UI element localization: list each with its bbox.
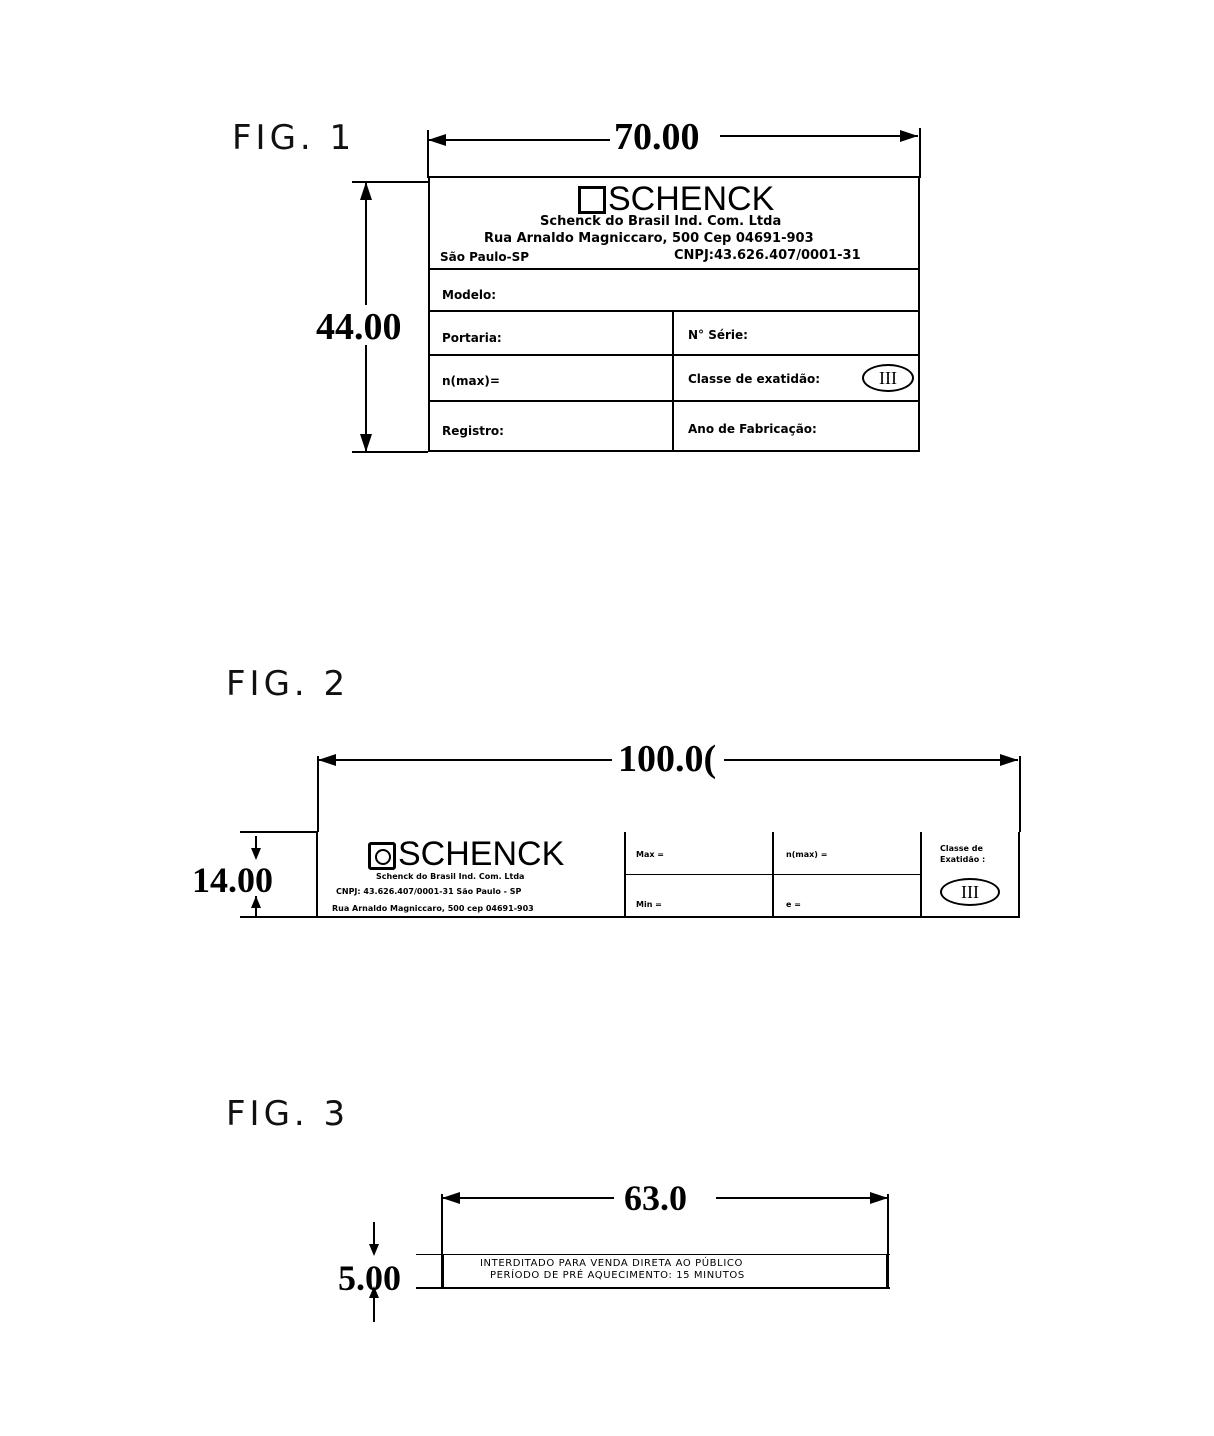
fig1-portaria-label: Portaria: (442, 331, 502, 345)
fig1-registro-label: Registro: (442, 424, 504, 438)
fig2-cnpj-line: CNPJ: 43.626.407/0001-31 São Paulo - SP (336, 887, 522, 896)
fig2-brand: SCHENCK (398, 835, 565, 873)
fig2-classe-line1: Classe de (940, 844, 983, 853)
fig2-logo: SCHENCK (368, 836, 564, 872)
fig1-logo: SCHENCK (578, 180, 774, 218)
fig2-height-dimension: 14.00 (192, 860, 273, 900)
fig1-serie-label: N° Série: (688, 328, 748, 342)
fig2-e-label: e = (786, 900, 801, 909)
fig1-brand: SCHENCK (608, 180, 775, 218)
fig2-min-label: Min = (636, 900, 662, 909)
fig1-modelo-label: Modelo: (442, 288, 497, 302)
fig2-nmax-label: n(max) = (786, 850, 828, 859)
fig1-cnpj: CNPJ:43.626.407/0001-31 (674, 248, 861, 263)
fig1-width-dimension: 70.00 (614, 116, 700, 158)
fig1-city: São Paulo-SP (440, 250, 530, 264)
fig1-nmax-label: n(max)= (442, 374, 500, 388)
fig2-max-label: Max = (636, 850, 665, 859)
fig1-label: FIG. 1 (232, 118, 356, 158)
fig1-company: Schenck do Brasil Ind. Com. Ltda (540, 214, 782, 229)
fig3-line2: PERÍODO DE PRÉ AQUECIMENTO: 15 MINUTOS (490, 1270, 745, 1281)
fig1-plate: SCHENCK Schenck do Brasil Ind. Com. Ltda… (428, 176, 920, 452)
fig3-plate: INTERDITADO PARA VENDA DIRETA AO PÚBLICO… (416, 1254, 890, 1290)
fig3-label: FIG. 3 (226, 1094, 350, 1134)
fig3-line1: INTERDITADO PARA VENDA DIRETA AO PÚBLICO (480, 1258, 743, 1269)
fig2-classe-value: III (940, 878, 1000, 906)
fig2-company: Schenck do Brasil Ind. Com. Ltda (376, 872, 525, 881)
fig2-plate: SCHENCK Schenck do Brasil Ind. Com. Ltda… (240, 832, 1020, 920)
fig1-classe-label: Classe de exatidão: (688, 372, 821, 386)
logo-square-icon (578, 186, 606, 214)
fig1-ano-label: Ano de Fabricação: (688, 422, 817, 436)
fig3-height-dimension: 5.00 (338, 1258, 401, 1298)
logo-emblem-icon (368, 842, 396, 870)
fig1-classe-value: III (862, 364, 914, 392)
fig2-address: Rua Arnaldo Magniccaro, 500 cep 04691-90… (332, 904, 534, 913)
fig2-label: FIG. 2 (226, 664, 350, 704)
fig1-height-dimension: 44.00 (316, 306, 402, 348)
fig1-address: Rua Arnaldo Magniccaro, 500 Cep 04691-90… (484, 231, 814, 246)
fig3-width-dimension: 63.0 (624, 1178, 687, 1218)
fig2-classe-line2: Exatidão : (940, 855, 986, 864)
fig2-width-dimension: 100.0( (618, 738, 717, 780)
